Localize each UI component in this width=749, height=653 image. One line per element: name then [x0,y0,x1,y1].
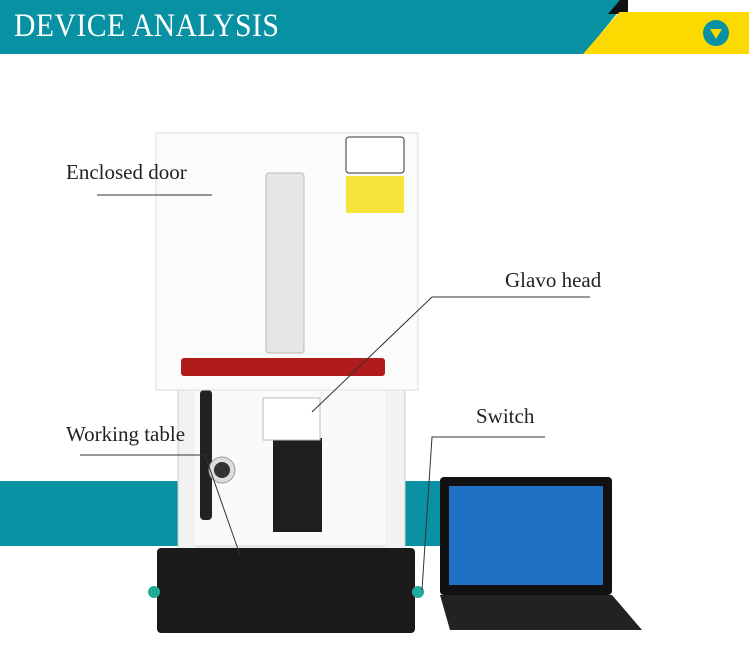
laptop-display [449,486,603,585]
laptop-keyboard [440,595,642,630]
base-knob [148,586,160,598]
machine-base [157,548,415,633]
laser-column [273,438,322,532]
chevron-down-circle-icon[interactable] [703,20,729,46]
label-enclosed-door: Enclosed door [66,160,187,184]
galvo-head [262,397,321,441]
door-window [265,172,305,354]
caution-label [346,176,404,213]
door-handle-bar [181,358,385,376]
iso-label [345,136,405,174]
page-title: DEVICE ANALYSIS [14,8,280,44]
switch-knob [412,586,424,598]
label-galvo-head: Glavo head [505,268,602,292]
header-banner [0,0,628,54]
label-switch: Switch [476,404,535,428]
cable [200,390,212,520]
label-working-table: Working table [66,422,186,446]
